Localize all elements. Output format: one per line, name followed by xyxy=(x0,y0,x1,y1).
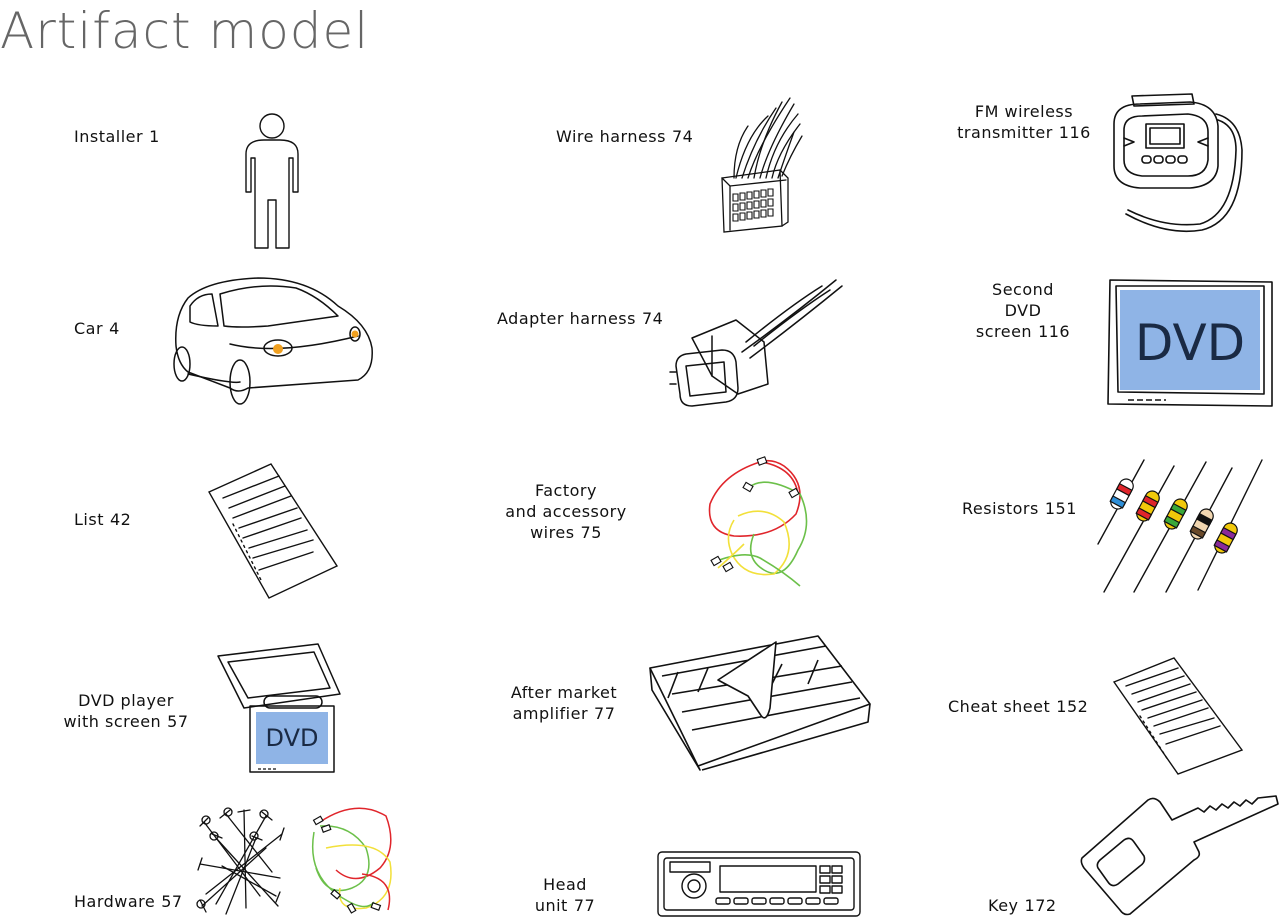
head-unit-icon xyxy=(656,850,862,918)
item-number: 1 xyxy=(149,127,160,146)
label-key: Key 172 xyxy=(988,895,1057,916)
item-name: Installer xyxy=(74,127,144,146)
label-amplifier: After market amplifier 77 xyxy=(496,682,632,724)
dvd-large-screen xyxy=(1120,290,1260,390)
headlight-right xyxy=(351,330,359,338)
item-number: 57 xyxy=(161,892,183,911)
item-number: 151 xyxy=(1044,499,1077,518)
screws-icon xyxy=(196,808,288,916)
wire-harness-icon xyxy=(716,96,806,234)
item-number: 152 xyxy=(1056,697,1089,716)
paper-list-icon xyxy=(205,460,341,602)
item-number: 77 xyxy=(573,896,596,915)
key-icon xyxy=(1080,790,1280,916)
dvd-player-icon: DVD xyxy=(214,642,344,776)
dvd-large-text: DVD xyxy=(1135,314,1245,372)
page-title: Artifact model xyxy=(0,2,370,60)
item-number: 4 xyxy=(109,319,120,338)
amplifier-icon xyxy=(648,632,872,772)
item-number: 116 xyxy=(1058,123,1091,142)
adapter-harness-icon xyxy=(672,276,846,408)
item-number: 74 xyxy=(641,309,664,328)
label-hardware: Hardware 57 xyxy=(74,891,183,912)
label-second-dvd: Second DVD screen 116 xyxy=(962,279,1084,342)
item-name: DVD xyxy=(1004,301,1042,320)
item-number: 74 xyxy=(671,127,694,146)
label-installer: Installer 1 xyxy=(74,126,160,147)
item-name: Second xyxy=(992,280,1054,299)
label-dvd-player: DVD player with screen 57 xyxy=(56,690,196,732)
item-name: Wire harness xyxy=(556,127,666,146)
label-fm-transmitter: FM wireless transmitter 116 xyxy=(944,101,1104,143)
item-number: 116 xyxy=(1038,322,1071,341)
item-name: FM wireless xyxy=(974,102,1074,121)
item-name: wires xyxy=(530,523,575,542)
item-name: screen xyxy=(975,322,1033,341)
label-factory-wires: Factory and accessory wires 75 xyxy=(496,480,636,543)
resistors-icon xyxy=(1094,458,1264,594)
item-name: Resistors xyxy=(962,499,1039,518)
item-name: and accessory xyxy=(505,502,627,521)
headlight-left xyxy=(273,344,283,354)
item-name: List xyxy=(74,510,104,529)
item-name: Factory xyxy=(535,481,597,500)
item-name: After market xyxy=(510,683,618,702)
label-car: Car 4 xyxy=(74,318,120,339)
car-icon xyxy=(168,276,378,406)
second-dvd-screen-icon: DVD xyxy=(1106,276,1276,408)
item-name: with screen xyxy=(63,712,162,731)
item-number: 57 xyxy=(167,712,189,731)
person-icon xyxy=(240,112,304,252)
label-resistors: Resistors 151 xyxy=(962,498,1077,519)
item-number: 77 xyxy=(594,704,616,723)
dvd-screen xyxy=(256,712,328,764)
hardware-wires-icon xyxy=(306,808,396,918)
dvd-small-text: DVD xyxy=(266,724,319,752)
label-head-unit: Head unit 77 xyxy=(520,874,610,916)
item-name: Cheat sheet xyxy=(948,697,1051,716)
item-name: Hardware xyxy=(74,892,156,911)
item-number: 42 xyxy=(109,510,132,529)
item-name: DVD player xyxy=(78,691,174,710)
factory-wires-icon xyxy=(704,454,814,592)
item-name: Car xyxy=(74,319,104,338)
item-number: 172 xyxy=(1024,896,1057,915)
item-name: Key xyxy=(988,896,1019,915)
item-name: Adapter harness xyxy=(497,309,636,328)
item-number: 75 xyxy=(580,523,602,542)
item-name: amplifier xyxy=(512,704,589,723)
label-adapter-harness: Adapter harness 74 xyxy=(497,308,663,329)
label-wire-harness: Wire harness 74 xyxy=(556,126,693,147)
item-name: unit xyxy=(534,896,568,915)
label-cheat-sheet: Cheat sheet 152 xyxy=(948,696,1088,717)
cheat-sheet-icon xyxy=(1112,656,1244,776)
item-name: Head xyxy=(543,875,587,894)
item-name: transmitter xyxy=(957,123,1053,142)
label-list: List 42 xyxy=(74,509,131,530)
fm-transmitter-icon xyxy=(1106,90,1246,238)
